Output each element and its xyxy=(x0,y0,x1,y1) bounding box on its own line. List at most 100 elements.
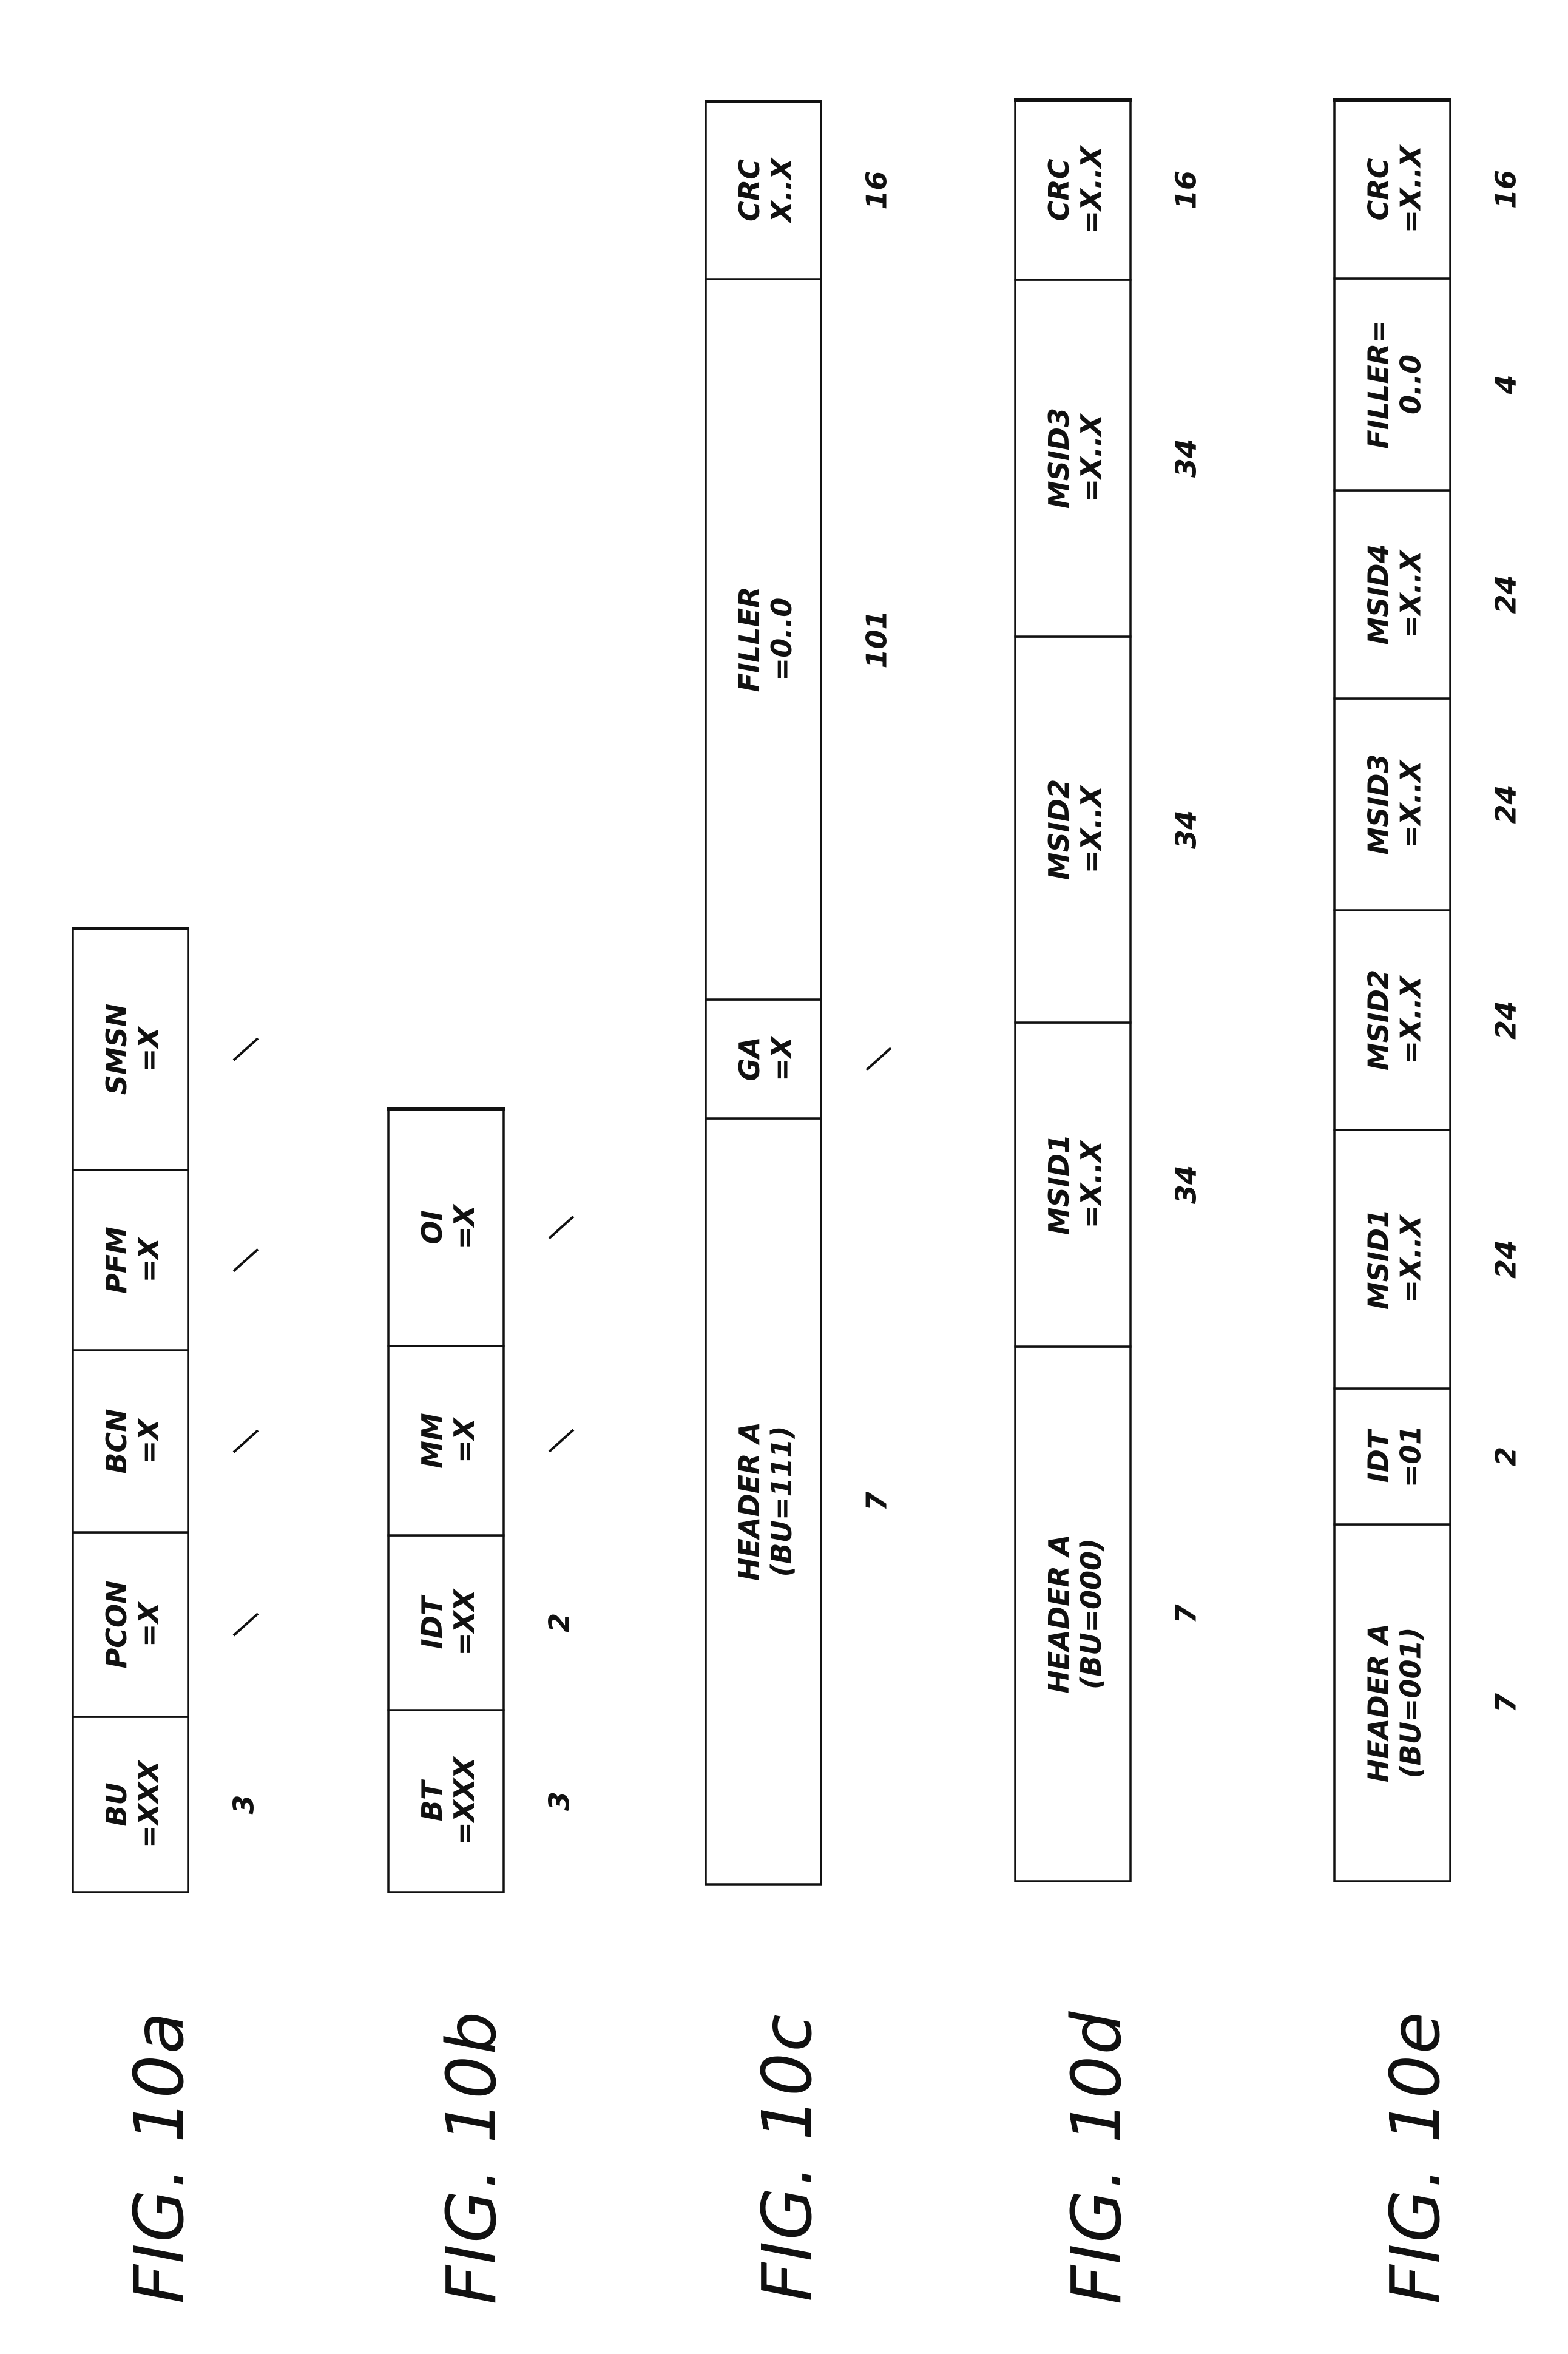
bit-count: 2 xyxy=(1490,1447,1522,1466)
field-cell: GA=X xyxy=(705,998,892,1120)
figure-3: FIG. 10c HEADER A(BU=111) 7 GA=XFILLER=0..0… xyxy=(705,100,893,2302)
field-cell: MSID2=X..X 24 xyxy=(1333,909,1522,1131)
field-label: MSID3=X..X xyxy=(1362,754,1427,854)
field-label: HEADER A(BU=001) xyxy=(1362,1623,1427,1782)
bit-count: 3 xyxy=(543,1791,576,1811)
field-label: MSID3=X..X xyxy=(1043,408,1107,509)
bit-count: 16 xyxy=(1170,171,1203,209)
field-box xyxy=(1333,1387,1451,1526)
field-box xyxy=(1014,279,1132,638)
field-box xyxy=(1014,99,1132,281)
field-cell: SMSN=X xyxy=(72,927,259,1171)
figure-1: FIG. 10a BU=XXX 3 PCON=X BCN=X PFM=X SMSN=X xyxy=(72,927,260,2304)
field-cell: MSID2=X..X 34 xyxy=(1014,635,1203,1024)
field-label: SMSN=X xyxy=(100,1004,165,1095)
bit-count: 16 xyxy=(1490,170,1522,209)
bit-count xyxy=(232,1037,259,1061)
field-label: BCN=X xyxy=(100,1409,165,1473)
bit-count: 3 xyxy=(228,1794,260,1814)
field-cell: CRC=X..X 16 xyxy=(1014,99,1203,281)
field-box xyxy=(1333,697,1451,911)
field-box xyxy=(705,278,822,1001)
bit-count: 4 xyxy=(1490,374,1522,394)
bit-count xyxy=(232,1612,259,1637)
field-cell: PFM=X xyxy=(72,1169,259,1351)
field-box xyxy=(72,1716,189,1893)
figure-label: FIG. 10b xyxy=(433,2010,512,2304)
field-box xyxy=(1014,1345,1132,1882)
field-cell: HEADER A(BU=111) 7 xyxy=(705,1117,893,1886)
field-box xyxy=(387,1709,505,1893)
bit-count: 7 xyxy=(1490,1693,1522,1713)
field-cell: MSID1=X..X 24 xyxy=(1333,1129,1522,1390)
field-cell: HEADER A(BU=001) 7 xyxy=(1333,1523,1522,1882)
field-cell: MM=X xyxy=(387,1345,575,1537)
field-box xyxy=(1333,1523,1451,1882)
field-box xyxy=(705,100,822,280)
field-box xyxy=(387,1534,505,1711)
field-label: HEADER A(BU=000) xyxy=(1043,1534,1107,1693)
bit-count: 34 xyxy=(1170,1165,1203,1204)
field-label: MSID1=X..X xyxy=(1362,1209,1427,1310)
bit-count: 2 xyxy=(543,1613,576,1632)
bit-count xyxy=(865,1047,892,1071)
field-box xyxy=(387,1108,505,1347)
field-box xyxy=(1333,1129,1451,1390)
field-cell: BCN=X xyxy=(72,1349,259,1534)
field-label: CRC=X..X xyxy=(1362,144,1427,233)
field-label: FILLER=0..0 xyxy=(1362,320,1427,449)
bit-count xyxy=(232,1429,259,1453)
field-cell: PCON=X xyxy=(72,1531,259,1718)
field-box xyxy=(705,998,822,1120)
bit-count: 24 xyxy=(1490,575,1522,614)
bit-count: 34 xyxy=(1170,439,1203,478)
bit-count: 34 xyxy=(1170,810,1203,849)
field-label: MSID2=X..X xyxy=(1043,779,1107,880)
bit-count: 24 xyxy=(1490,785,1522,824)
field-label: HEADER A(BU=111) xyxy=(733,1422,798,1581)
field-cell: HEADER A(BU=000)7 xyxy=(1014,1345,1203,1882)
bit-count: 24 xyxy=(1490,1240,1522,1279)
bit-count xyxy=(548,1216,575,1239)
field-label: PFM=X xyxy=(100,1226,165,1294)
figure-label: FIG. 10c xyxy=(748,2013,827,2302)
field-cell: CRCX..X 16 xyxy=(705,100,893,280)
field-box xyxy=(72,1531,189,1718)
field-cell: BU=XXX 3 xyxy=(72,1716,260,1893)
field-box xyxy=(705,1117,822,1886)
field-cell: FILLER=0..0 4 xyxy=(1333,277,1522,492)
figure-label: FIG. 10d xyxy=(1058,2010,1137,2304)
bit-count: 16 xyxy=(860,171,893,209)
field-label: OI=X xyxy=(416,1203,481,1250)
bit-count xyxy=(548,1429,575,1453)
field-label: BU=XXX xyxy=(100,1759,165,1848)
field-box xyxy=(1333,277,1451,492)
field-label: PCON=X xyxy=(100,1580,165,1668)
field-label: CRCX..X xyxy=(733,157,798,224)
bit-count: 24 xyxy=(1490,1001,1522,1040)
field-box xyxy=(72,1169,189,1351)
field-label: MM=X xyxy=(416,1413,481,1469)
field-label: CRC=X..X xyxy=(1043,144,1107,234)
field-box xyxy=(72,927,189,1171)
field-cell: MSID3=X..X 24 xyxy=(1333,697,1522,911)
field-cell: CRC=X..X 16 xyxy=(1333,99,1522,280)
field-label: MSID1=X..X xyxy=(1043,1134,1107,1235)
field-box xyxy=(1333,99,1451,280)
figure-label: FIG. 10e xyxy=(1376,2011,1455,2304)
bit-count: 7 xyxy=(860,1492,893,1511)
bit-count: 101 xyxy=(860,610,893,668)
field-label: MSID2=X..X xyxy=(1362,970,1427,1070)
figure-label: FIG. 10a xyxy=(120,2011,199,2304)
field-cell: MSID1=X..X 34 xyxy=(1014,1021,1203,1348)
field-box xyxy=(1014,1021,1132,1348)
